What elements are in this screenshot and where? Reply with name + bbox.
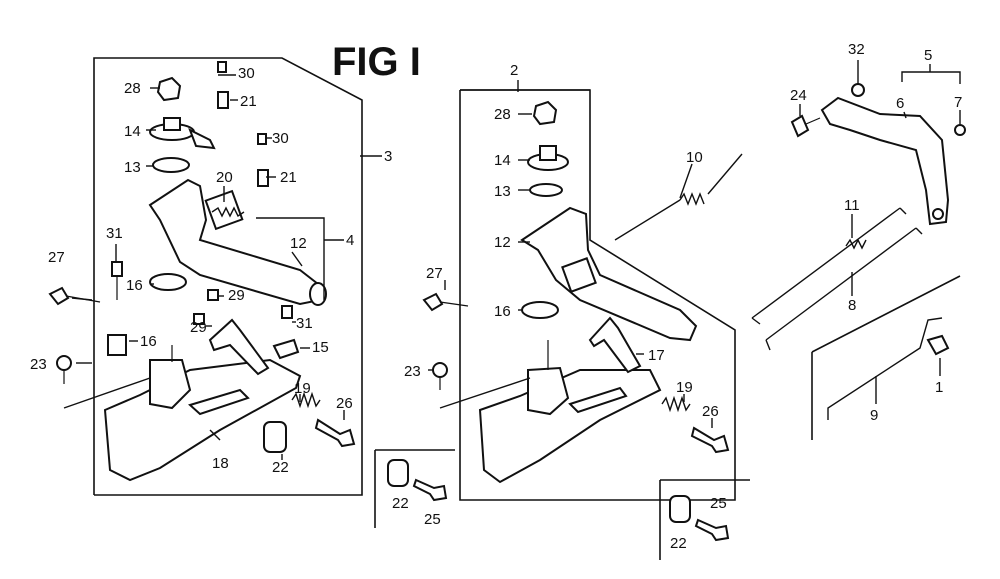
label-25-lower-left: 25 (424, 511, 441, 528)
label-23-middle: 23 (404, 363, 421, 380)
label-5: 5 (924, 47, 932, 64)
part-labels: 28 14 13 16 27 31 23 16 30 21 30 21 20 1… (30, 41, 962, 552)
label-12-left: 12 (290, 235, 307, 252)
nut-28-left (156, 76, 182, 102)
label-19-middle: 19 (676, 379, 693, 396)
middle-leader-lines (428, 80, 713, 428)
label-10: 10 (686, 149, 703, 166)
middle-assembly-parts (387, 100, 743, 542)
bolt-25-lower-right (694, 518, 730, 542)
label-30-left-lower: 30 (272, 130, 289, 147)
label-31-left-lower: 31 (296, 315, 313, 332)
middle-assembly-frame (374, 89, 750, 560)
label-16-middle: 16 (494, 303, 511, 320)
spring-19-middle (661, 395, 691, 413)
washer-16-left (149, 273, 187, 291)
label-21-left-upper: 21 (240, 93, 257, 110)
label-22-lower-right: 22 (670, 535, 687, 552)
label-26-left: 26 (336, 395, 353, 412)
washer-16-middle (521, 301, 559, 319)
left-assembly-parts (48, 61, 356, 482)
left-leader-lines (63, 74, 382, 460)
label-26-middle: 26 (702, 403, 719, 420)
spring-10 (614, 153, 743, 241)
base-plate-18-left (103, 358, 302, 482)
bracket-17-middle (588, 316, 642, 374)
nut-23-middle (432, 362, 448, 378)
label-16-left-upper: 16 (126, 277, 143, 294)
label-18: 18 (212, 455, 229, 472)
bolt-26-middle (690, 426, 730, 454)
bolt-27-middle (422, 292, 444, 312)
label-7: 7 (954, 94, 962, 111)
bolt-24 (790, 114, 810, 138)
bolt-30-lower-left (257, 133, 267, 145)
nut-7 (954, 124, 966, 136)
label-1: 1 (935, 379, 943, 396)
nut-28-middle (532, 100, 558, 126)
label-31-left-upper: 31 (106, 225, 123, 242)
bolt-26-left (314, 418, 356, 448)
base-plate-middle (478, 369, 662, 484)
right-parts (751, 83, 966, 440)
label-13-middle: 13 (494, 183, 511, 200)
collar-22-left (263, 421, 287, 453)
figure-title: FIG I (332, 40, 421, 84)
label-30-left-upper: 30 (238, 65, 255, 82)
label-21-left-lower: 21 (280, 169, 297, 186)
label-28-left: 28 (124, 80, 141, 97)
label-19-left: 19 (294, 380, 311, 397)
label-17: 17 (648, 347, 665, 364)
bolt-27-left (48, 286, 70, 306)
clip-16-left (107, 334, 127, 356)
label-28-middle: 28 (494, 106, 511, 123)
label-22-left: 22 (272, 459, 289, 476)
spring-19-left (291, 391, 321, 409)
washer-13-left (152, 157, 190, 173)
washer-13-middle (529, 183, 563, 197)
label-14-middle: 14 (494, 152, 511, 169)
label-6: 6 (896, 95, 904, 112)
collar-22-lower-left (387, 459, 409, 487)
label-15: 15 (312, 339, 329, 356)
label-2: 2 (510, 62, 518, 79)
label-24: 24 (790, 87, 807, 104)
collar-22-lower-right (669, 495, 691, 523)
label-9: 9 (870, 407, 878, 424)
rod-8 (765, 227, 917, 341)
label-12-middle: 12 (494, 234, 511, 251)
label-11: 11 (844, 197, 860, 214)
label-16-left-lower: 16 (140, 333, 157, 350)
control-arm-12-middle (520, 206, 698, 342)
clip-21-upper-left (217, 91, 229, 109)
left-assembly-frame (93, 57, 363, 496)
bolt-25-lower-left (412, 478, 448, 502)
right-leader-lines (799, 60, 961, 404)
rod-11 (751, 207, 901, 319)
label-27-left: 27 (48, 249, 65, 266)
label-3: 3 (384, 148, 392, 165)
label-29-left-upper: 29 (228, 287, 245, 304)
spring-20-left (211, 206, 245, 218)
clip-1 (926, 334, 950, 356)
bolt-30-upper-left (217, 61, 227, 73)
label-4: 4 (346, 232, 354, 249)
label-20-left: 20 (216, 169, 233, 186)
label-23-left: 23 (30, 356, 47, 373)
label-13-left: 13 (124, 159, 141, 176)
label-22-lower-left: 22 (392, 495, 409, 512)
label-14-left: 14 (124, 123, 141, 140)
label-27-middle: 27 (426, 265, 443, 282)
clip-21-lower-left (257, 169, 269, 187)
bolt-31-left (111, 261, 123, 277)
label-32: 32 (848, 41, 865, 58)
label-8: 8 (848, 297, 856, 314)
label-25-lower-right: 25 (710, 495, 727, 512)
label-29-left-lower: 29 (190, 319, 207, 336)
rod-9 (827, 317, 943, 420)
nut-23-left (56, 355, 72, 371)
governor-lever-6 (820, 96, 950, 226)
nut-32 (851, 83, 865, 97)
